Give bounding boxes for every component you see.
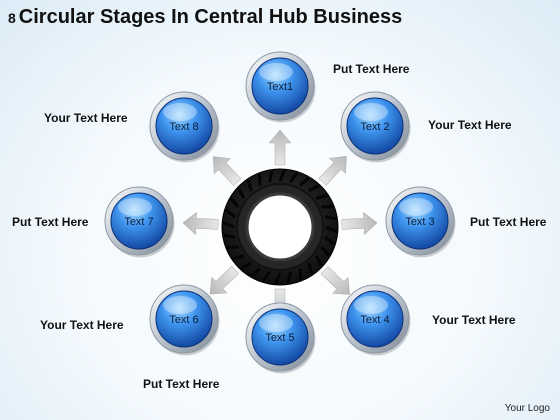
arrow-7	[182, 211, 219, 235]
stage-caption-1: Put Text Here	[333, 62, 410, 76]
stage-label-3: Text 3	[405, 216, 434, 228]
stage-label-4: Text 4	[360, 314, 389, 326]
stage-node-2: Text 2	[340, 91, 411, 163]
arrow-6	[209, 265, 240, 295]
title-text: Circular Stages In Central Hub Business	[18, 6, 403, 28]
arrow-2	[318, 156, 347, 186]
stage-node-5: Text 5	[245, 302, 316, 374]
stage-caption-4: Your Text Here	[432, 313, 516, 327]
stage-caption-6: Your Text Here	[40, 318, 124, 332]
stage-label-7: Text 7	[124, 216, 153, 228]
stage-node-6: Text 6	[149, 284, 220, 356]
stage-node-8: Text 8	[149, 91, 220, 163]
title-number: 8	[8, 10, 16, 26]
stage-caption-3: Put Text Here	[470, 215, 547, 229]
stage-node-3: Text 3	[385, 186, 456, 258]
stage-caption-7: Put Text Here	[12, 215, 89, 229]
arrow-3	[341, 211, 378, 235]
stage-caption-8: Your Text Here	[44, 111, 128, 125]
stage-label-6: Text 6	[169, 314, 198, 326]
stage-node-4: Text 4	[340, 284, 411, 356]
logo-text: Your Logo	[504, 403, 550, 414]
arrow-4	[320, 266, 350, 295]
stage-caption-5: Put Text Here	[143, 377, 220, 391]
tire-icon	[221, 168, 339, 286]
stage-label-5: Text 5	[265, 332, 294, 344]
stage-caption-2: Your Text Here	[428, 118, 512, 132]
stage-label-2: Text 2	[360, 121, 389, 133]
stage-node-7: Text 7	[104, 186, 175, 258]
arrow-8	[212, 156, 242, 186]
stage-label-1: Text1	[267, 81, 293, 93]
stage-node-1: Text1	[245, 51, 316, 123]
arrow-1	[268, 129, 292, 166]
stage-label-8: Text 8	[169, 121, 198, 133]
